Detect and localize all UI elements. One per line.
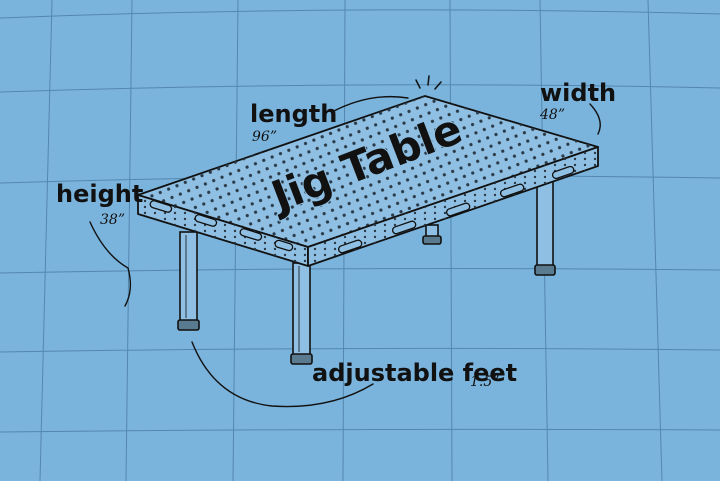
height-curve (89, 221, 132, 307)
height-label: height (56, 180, 143, 208)
feet-curve (191, 341, 374, 408)
label-length: length 96” (250, 100, 337, 145)
leg-back-right (534, 174, 556, 276)
feet-label: adjustable feet (312, 359, 517, 387)
dimension-curves (89, 95, 601, 408)
width-label: width (540, 79, 616, 107)
length-label: length (250, 100, 337, 128)
label-height: height 38” (56, 180, 143, 228)
label-feet: adjustable feet 1.5” (312, 359, 517, 390)
spark-mark (415, 75, 442, 90)
height-value: 38” (100, 212, 125, 228)
edge-slots (149, 165, 575, 254)
table-legs (177, 174, 556, 365)
table-top (137, 95, 599, 267)
feet-value: 1.5” (470, 374, 499, 390)
width-curve (589, 103, 601, 135)
table-top-holes (138, 96, 598, 247)
leg-back-left (422, 224, 442, 245)
length-curve (331, 95, 409, 113)
leg-front-left (177, 231, 200, 331)
leg-front-right (290, 262, 313, 365)
length-value: 96” (252, 129, 277, 145)
label-width: width 48” (539, 79, 616, 123)
width-value: 48” (539, 107, 565, 123)
